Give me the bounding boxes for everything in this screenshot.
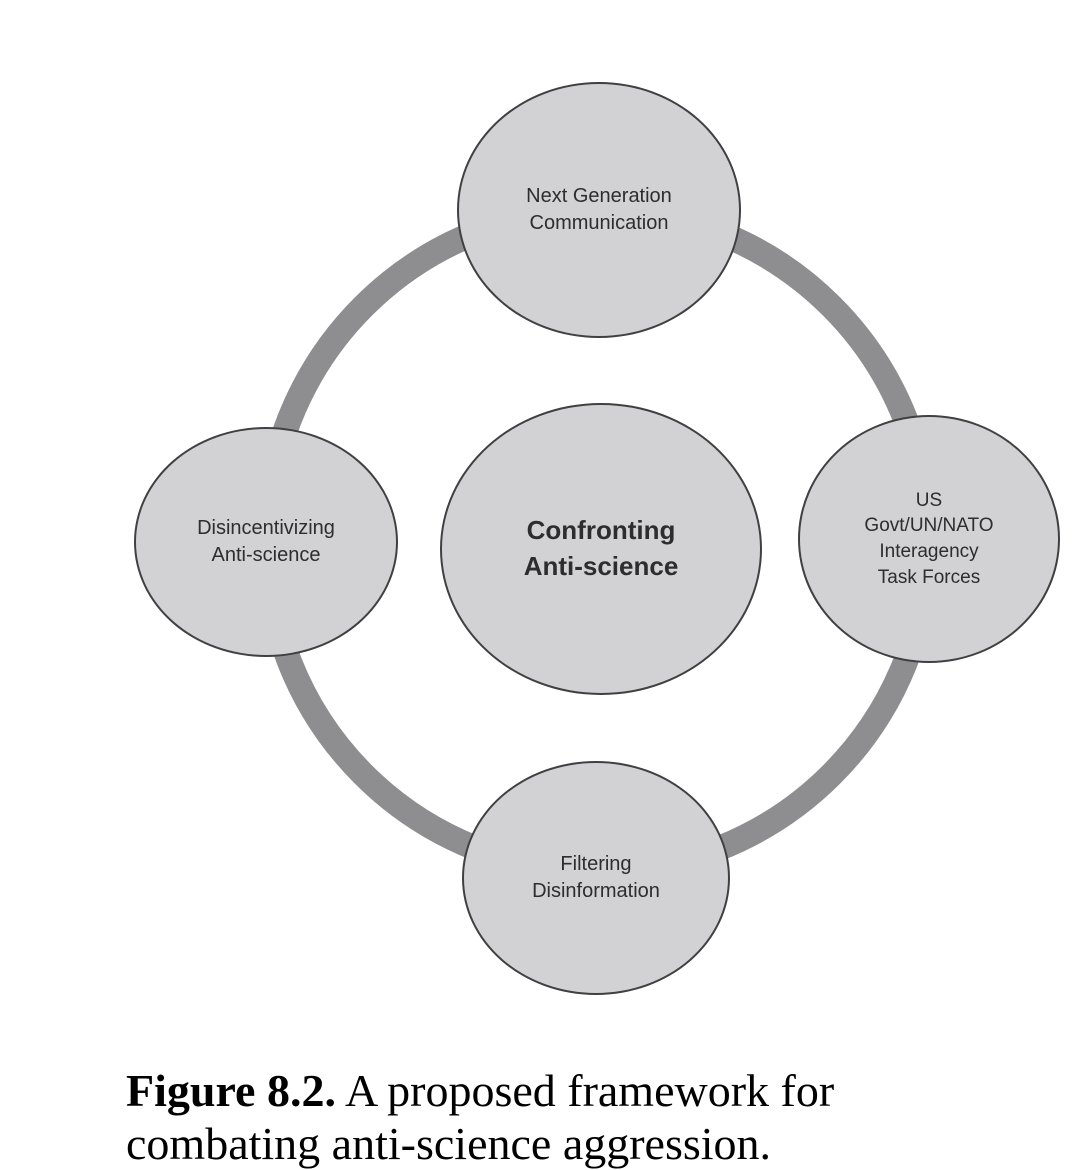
node-us-govt-un-nato-interagency-task-forces: US Govt/UN/NATO Interagency Task Forces: [798, 415, 1060, 663]
node-filtering-disinformation: Filtering Disinformation: [462, 761, 730, 995]
node-label: Disincentivizing Anti-science: [197, 517, 335, 566]
figure-caption: Figure 8.2. A proposed framework for com…: [126, 1064, 834, 1170]
node-label: Filtering Disinformation: [532, 853, 660, 902]
node-next-generation-communication: Next Generation Communication: [457, 82, 741, 338]
node-disincentivizing-anti-science: Disincentivizing Anti-science: [134, 427, 398, 657]
figure-caption-label: Figure 8.2.: [126, 1065, 336, 1116]
node-confronting-anti-science: Confronting Anti-science: [440, 403, 762, 695]
node-label: US Govt/UN/NATO Interagency Task Forces: [864, 489, 994, 588]
node-label: Next Generation Communication: [526, 185, 672, 234]
node-label: Confronting Anti-science: [523, 515, 679, 581]
figure-caption-text-line2: combating anti-science aggression.: [126, 1118, 772, 1169]
figure-caption-text-line1: A proposed framework for: [344, 1065, 835, 1116]
